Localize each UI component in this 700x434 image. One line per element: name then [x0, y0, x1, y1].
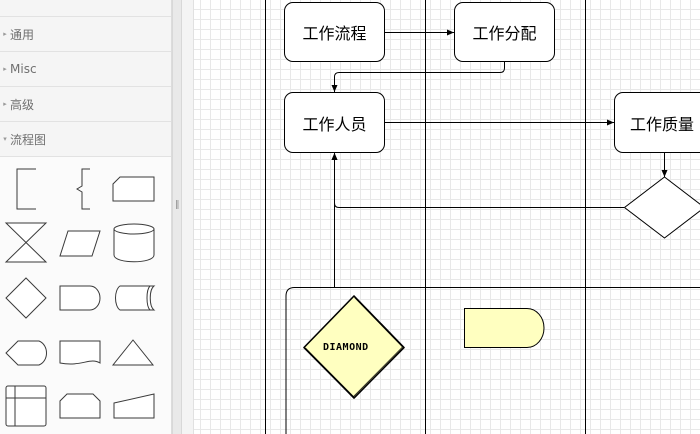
- sketch-diamond-stroke: [305, 297, 403, 397]
- chevron-right-icon: ▸: [3, 65, 7, 73]
- internal-storage-shape[interactable]: [4, 385, 50, 427]
- sidebar-section-general[interactable]: ▸ 通用: [0, 17, 171, 52]
- node-assignment[interactable]: 工作分配: [454, 2, 555, 62]
- collate-shape[interactable]: [4, 222, 50, 263]
- sidebar-section-label: 通用: [10, 27, 35, 42]
- decision-diamond-shape[interactable]: [4, 277, 50, 319]
- diagram-connectors: [265, 0, 700, 434]
- node-staff[interactable]: 工作人员: [284, 92, 385, 153]
- sidebar-top-section: [0, 0, 171, 17]
- stored-data-shape[interactable]: [110, 277, 156, 317]
- document-shape[interactable]: [58, 332, 104, 372]
- sidebar-section-advanced[interactable]: ▸ 高级: [0, 87, 171, 122]
- sidebar-splitter-handle[interactable]: ‖: [172, 0, 182, 434]
- card-shape[interactable]: [110, 169, 156, 209]
- connector-assignment-staff: [331, 62, 505, 92]
- annotation-bracket-shape[interactable]: [4, 168, 50, 210]
- sidebar-section-misc[interactable]: ▸ Misc: [0, 52, 171, 87]
- extract-triangle-shape[interactable]: [110, 332, 156, 372]
- loop-limit-shape[interactable]: [58, 385, 104, 425]
- display-shape[interactable]: [4, 332, 50, 372]
- canvas-gutter: [182, 0, 194, 434]
- diagram-canvas[interactable]: 工作流程 工作分配 工作人员 工作质量 DIAMOND: [194, 0, 700, 434]
- connector-decision-staff: [331, 153, 624, 208]
- chevron-right-icon: ▸: [3, 30, 7, 38]
- sidebar: ▸ 通用 ▸ Misc ▸ 高级 ▾ 流程图: [0, 0, 172, 434]
- parallelogram-shape[interactable]: [58, 222, 104, 262]
- chevron-down-icon: ▾: [3, 135, 7, 143]
- chevron-right-icon: ▸: [3, 100, 7, 108]
- flowchart-shape-palette: [0, 157, 171, 434]
- sidebar-section-label: 流程图: [10, 132, 47, 147]
- grip-icon: ‖: [175, 200, 180, 210]
- decision-diamond: [623, 176, 700, 239]
- delay-shape[interactable]: [58, 277, 104, 317]
- manual-input-shape[interactable]: [110, 385, 156, 425]
- sketch-diamond-label: DIAMOND: [323, 342, 369, 353]
- sidebar-section-flowchart[interactable]: ▾ 流程图: [0, 122, 171, 157]
- node-quality[interactable]: 工作质量: [614, 92, 700, 153]
- node-workflow[interactable]: 工作流程: [284, 2, 385, 62]
- lower-container-border: [285, 287, 700, 434]
- database-cylinder-shape[interactable]: [110, 222, 156, 263]
- sketch-delay-shape: [464, 308, 545, 348]
- sketch-diamond-shape: [303, 295, 405, 399]
- sidebar-section-label: 高级: [10, 97, 35, 112]
- curly-brace-shape[interactable]: [58, 168, 104, 210]
- sidebar-section-label: Misc: [10, 62, 37, 76]
